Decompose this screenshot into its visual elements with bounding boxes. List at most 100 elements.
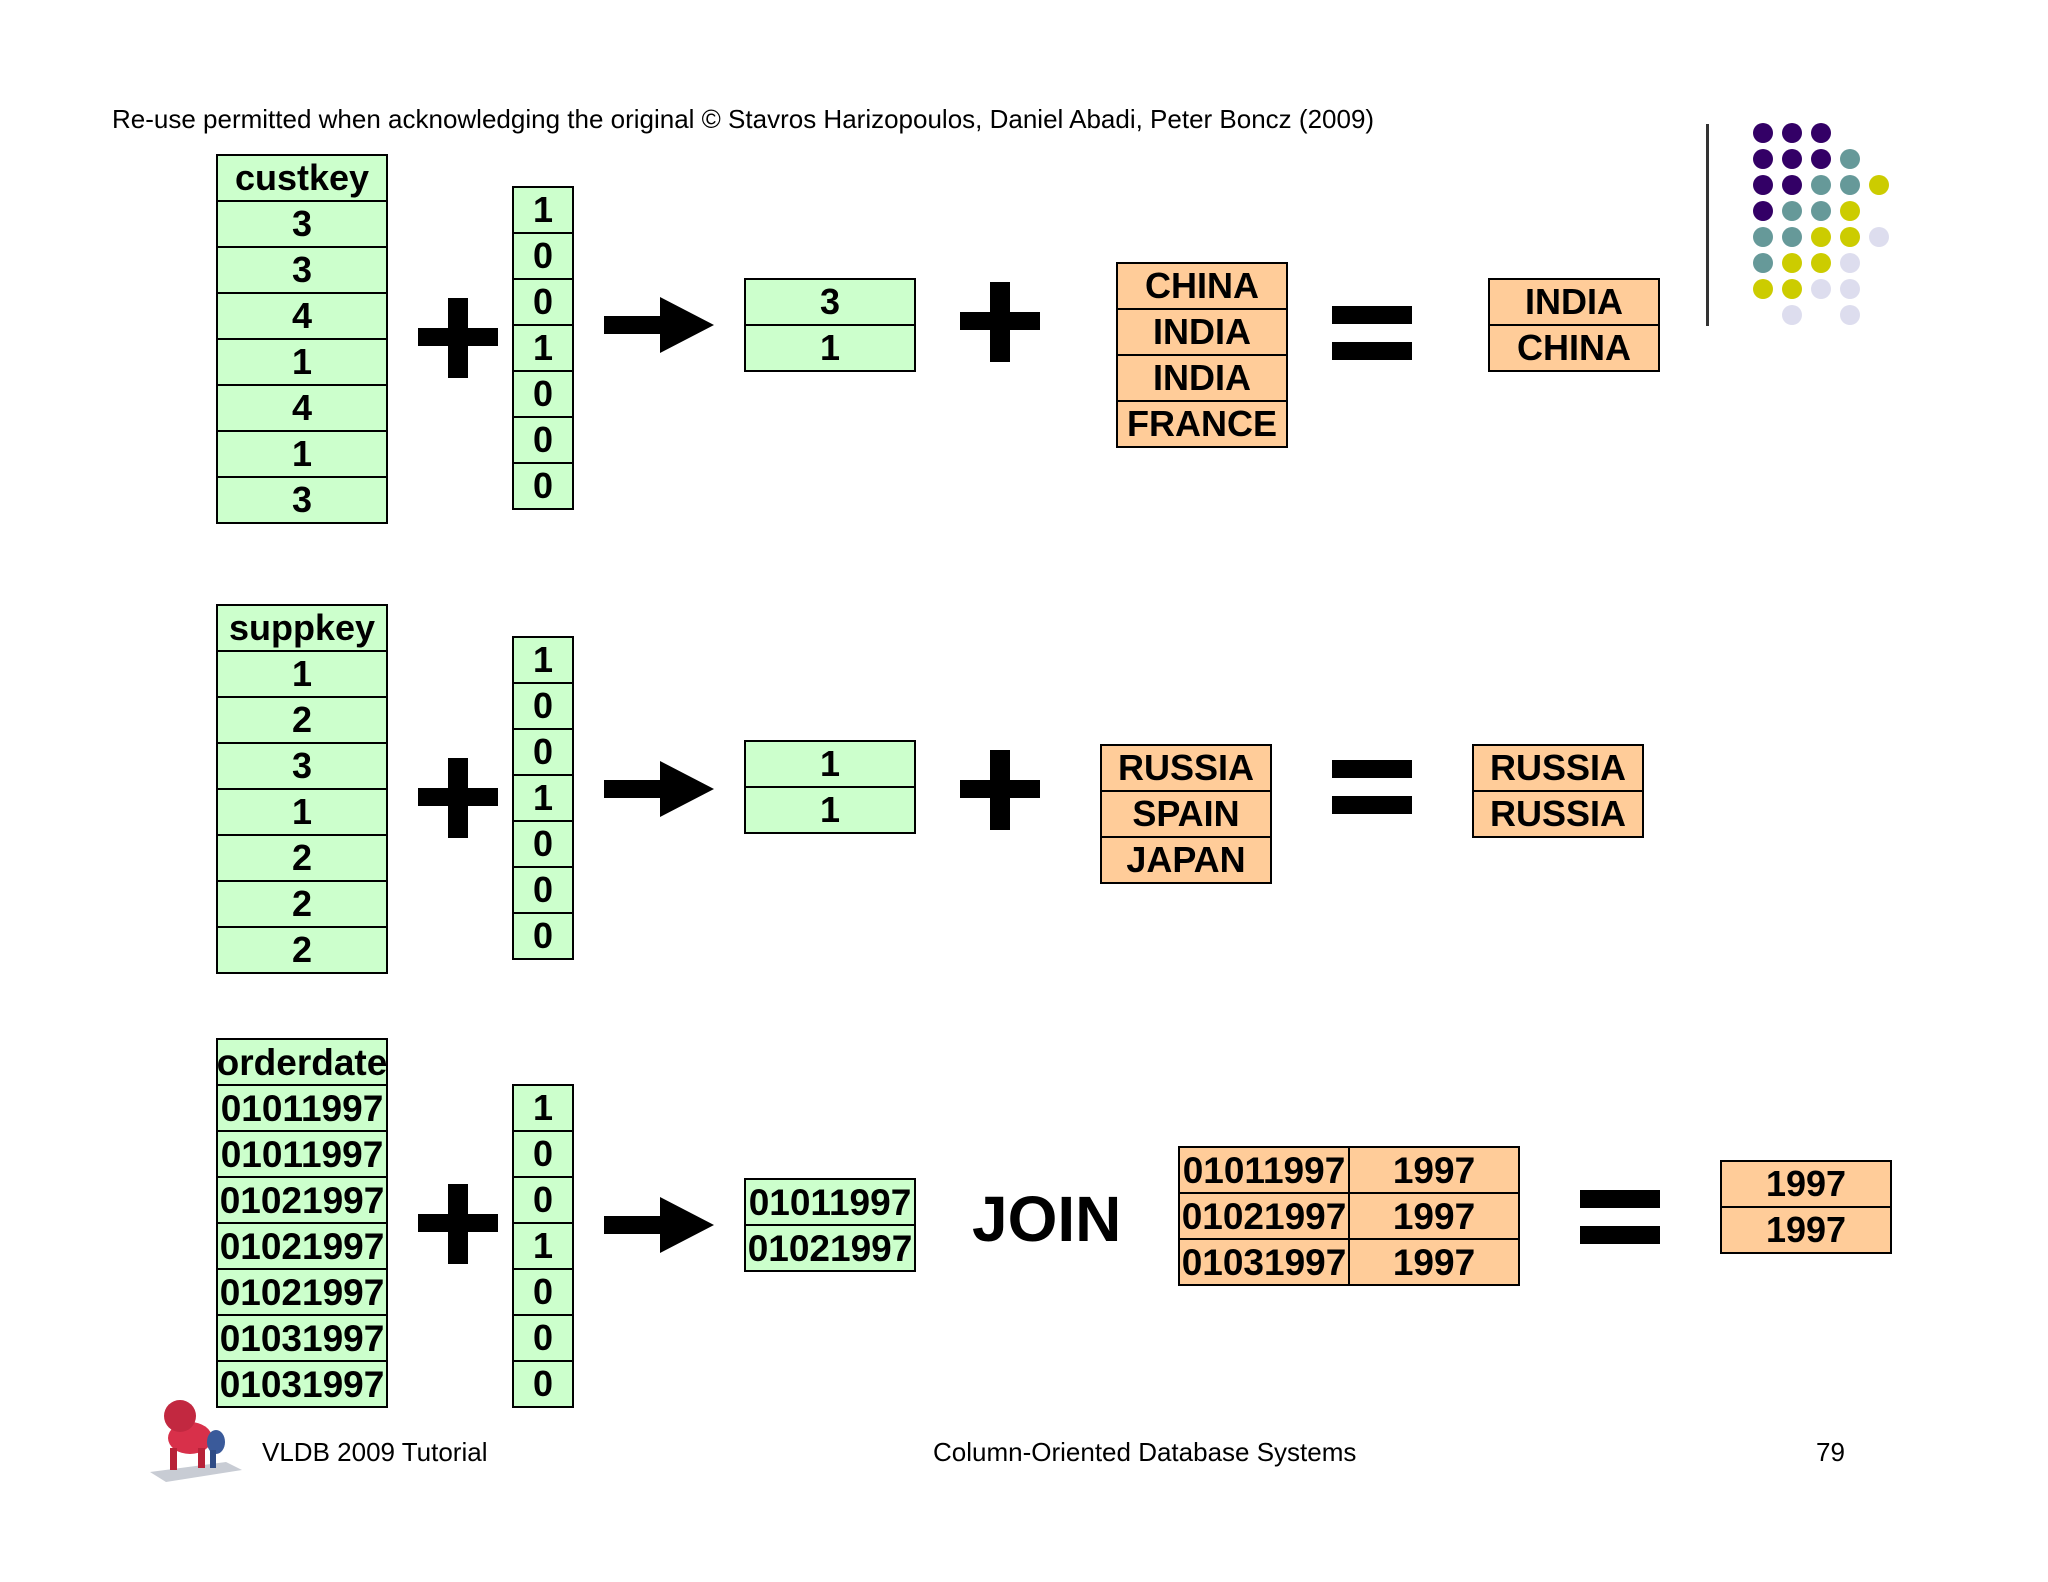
equals-icon — [1332, 796, 1412, 814]
equals-icon — [1332, 306, 1412, 324]
decorative-dot — [1782, 279, 1802, 299]
column-value: 4 — [216, 292, 388, 340]
decorative-dot — [1869, 227, 1889, 247]
lookup-key: 01021997 — [1178, 1192, 1350, 1240]
decorative-dot — [1782, 123, 1802, 143]
bitmap-bit: 0 — [512, 462, 574, 510]
bitmap-bit: 0 — [512, 866, 574, 914]
result-value: CHINA — [1488, 324, 1660, 372]
selected-value: 3 — [744, 278, 916, 326]
column-value: 1 — [216, 650, 388, 698]
column-value: 3 — [216, 200, 388, 248]
equals-icon — [1580, 1226, 1660, 1244]
arrow-right-icon — [604, 1216, 664, 1234]
lookup-value: SPAIN — [1100, 790, 1272, 838]
column-value: 01011997 — [216, 1130, 388, 1178]
column-value: 01021997 — [216, 1176, 388, 1224]
decorative-dot — [1782, 253, 1802, 273]
decorative-dot — [1840, 227, 1860, 247]
bitmap-bit: 0 — [512, 278, 574, 326]
lookup-value: 1997 — [1348, 1146, 1520, 1194]
bitmap-bit: 0 — [512, 912, 574, 960]
bitmap-bit: 0 — [512, 728, 574, 776]
plus-icon — [448, 1184, 468, 1264]
lookup-key: 01031997 — [1178, 1238, 1350, 1286]
column-value: 2 — [216, 926, 388, 974]
credit-line: Re-use permitted when acknowledging the … — [112, 104, 1375, 134]
decorative-dot — [1782, 175, 1802, 195]
decorative-dot — [1753, 253, 1773, 273]
bitmap-bit: 1 — [512, 774, 574, 822]
decorative-dot — [1811, 175, 1831, 195]
decorative-dot — [1840, 279, 1860, 299]
bitmap-bit: 1 — [512, 324, 574, 372]
equals-icon — [1332, 760, 1412, 778]
decorative-dot — [1840, 305, 1860, 325]
decorative-dot — [1782, 227, 1802, 247]
arrow-right-icon — [604, 316, 664, 334]
column-value: 01031997 — [216, 1360, 388, 1408]
selected-value: 1 — [744, 740, 916, 788]
selected-value: 1 — [744, 786, 916, 834]
decorative-dot — [1753, 149, 1773, 169]
decorative-dot — [1782, 201, 1802, 221]
column-value: 3 — [216, 476, 388, 524]
bitmap-bit: 1 — [512, 1084, 574, 1132]
selected-value: 1 — [744, 324, 916, 372]
decorative-dot — [1840, 201, 1860, 221]
result-value: 1997 — [1720, 1206, 1892, 1254]
decorative-dot — [1753, 175, 1773, 195]
lookup-value: INDIA — [1116, 308, 1288, 356]
bitmap-bit: 0 — [512, 1268, 574, 1316]
plus-icon — [990, 750, 1010, 830]
plus-icon — [990, 282, 1010, 362]
join-operator: JOIN — [972, 1183, 1122, 1255]
decorative-dot — [1753, 279, 1773, 299]
bitmap-bit: 0 — [512, 820, 574, 868]
column-value: 2 — [216, 834, 388, 882]
plus-icon — [448, 758, 468, 838]
page-number: 79 — [1816, 1437, 1845, 1467]
decorative-dot — [1811, 253, 1831, 273]
decorative-dot — [1840, 149, 1860, 169]
selected-value: 01021997 — [744, 1224, 916, 1272]
column-value: 2 — [216, 696, 388, 744]
bitmap-bit: 0 — [512, 232, 574, 280]
column-value: 01021997 — [216, 1222, 388, 1270]
decorative-dot — [1753, 227, 1773, 247]
column-value: 3 — [216, 246, 388, 294]
bitmap-bit: 0 — [512, 682, 574, 730]
decorative-dot — [1753, 123, 1773, 143]
bitmap-bit: 1 — [512, 1222, 574, 1270]
result-value: RUSSIA — [1472, 744, 1644, 792]
column-value: 1 — [216, 788, 388, 836]
lookup-value: 1997 — [1348, 1192, 1520, 1240]
bitmap-bit: 0 — [512, 1130, 574, 1178]
bitmap-bit: 1 — [512, 636, 574, 684]
result-value: INDIA — [1488, 278, 1660, 326]
arrow-right-icon — [604, 780, 664, 798]
column-value: 01021997 — [216, 1268, 388, 1316]
bitmap-bit: 0 — [512, 1360, 574, 1408]
lookup-value: INDIA — [1116, 354, 1288, 402]
equals-icon — [1580, 1190, 1660, 1208]
column-header: custkey — [216, 154, 388, 202]
bitmap-bit: 0 — [512, 1314, 574, 1362]
column-header: suppkey — [216, 604, 388, 652]
lion-statue-logo — [146, 1392, 246, 1482]
arrow-right-icon — [660, 297, 714, 353]
result-value: 1997 — [1720, 1160, 1892, 1208]
lookup-value: FRANCE — [1116, 400, 1288, 448]
decorative-dot — [1811, 201, 1831, 221]
column-value: 01011997 — [216, 1084, 388, 1132]
column-value: 2 — [216, 880, 388, 928]
lookup-value: RUSSIA — [1100, 744, 1272, 792]
bitmap-bit: 0 — [512, 1176, 574, 1224]
decorative-dot — [1840, 175, 1860, 195]
column-value: 4 — [216, 384, 388, 432]
plus-icon — [448, 298, 468, 378]
decorative-dot — [1811, 149, 1831, 169]
bitmap-bit: 0 — [512, 416, 574, 464]
footer-title: Column-Oriented Database Systems — [933, 1437, 1357, 1467]
lookup-value: 1997 — [1348, 1238, 1520, 1286]
